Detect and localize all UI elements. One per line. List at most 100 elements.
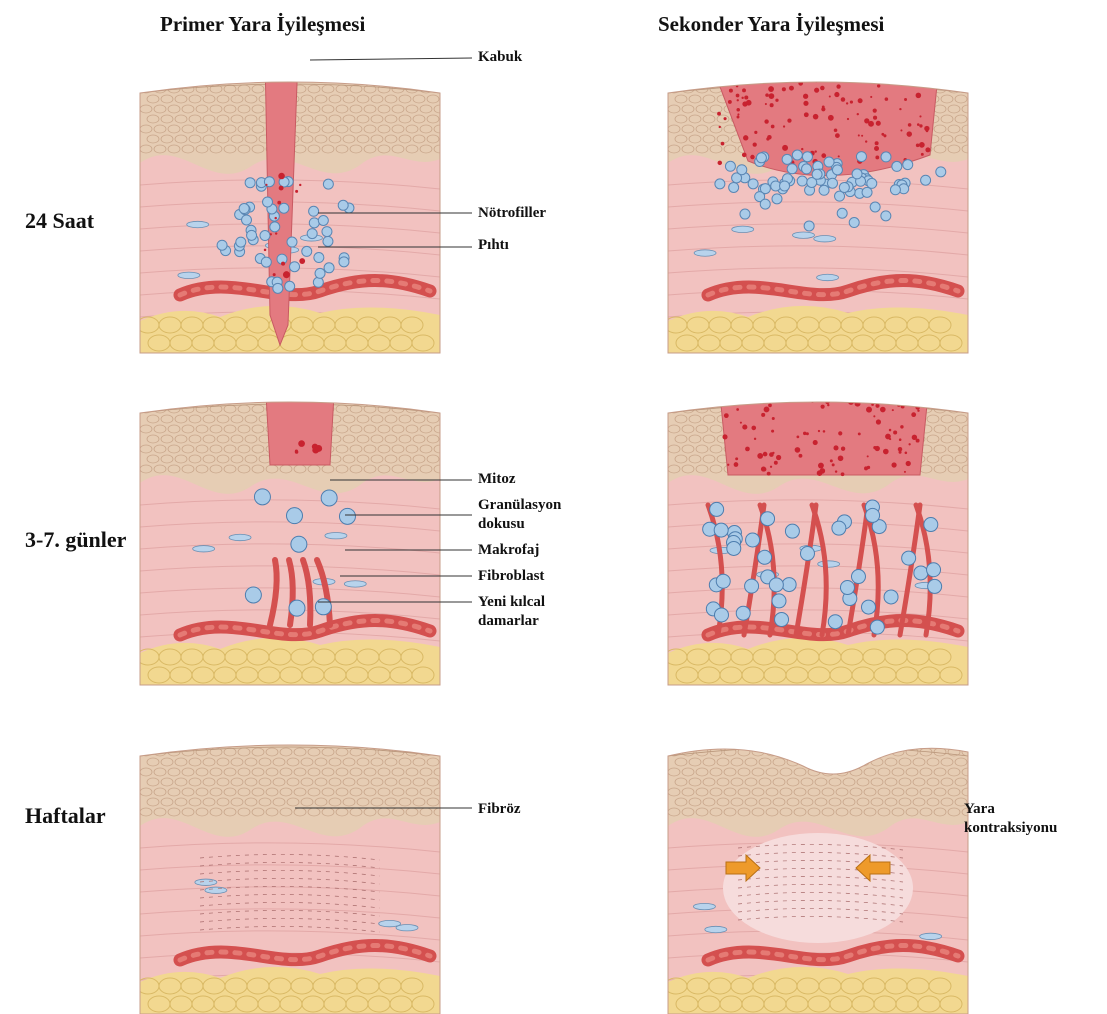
macrophage [710,502,724,516]
neutrophil [804,221,814,231]
neutrophil [239,204,249,214]
neutrophil [270,222,280,232]
skin-panel-p3 [137,728,453,1014]
title-secondary: Sekonder Yara İyileşmesi [658,12,884,37]
row-label-24-saat: 24 Saat [25,208,94,234]
macrophage [769,578,783,592]
macrophage [339,508,355,524]
macrophage [291,536,307,552]
macrophage [746,533,760,547]
macrophage [714,523,728,537]
neutrophil [260,231,270,241]
fibroblast-cell [694,250,716,256]
fat-layer [140,967,440,1014]
neutrophil [862,187,872,197]
row-label-haftalar: Haftalar [25,803,106,829]
neutrophil [802,152,812,162]
neutrophil [279,203,289,213]
neutrophil [236,237,246,247]
label-notrofiller: Nötrofiller [478,204,546,223]
neutrophil [338,200,348,210]
neutrophil [756,153,766,163]
label-makrofaj: Makrofaj [478,541,539,560]
neutrophil [217,240,227,250]
macrophage [775,612,789,626]
neutrophil [892,161,902,171]
neutrophil [313,277,323,287]
macrophage [884,590,898,604]
neutrophil [797,176,807,186]
label-mitoz: Mitoz [478,470,515,489]
skin-panel-s1 [665,55,981,363]
macrophage [727,541,741,555]
skin-panel-p1 [137,57,453,363]
neutrophil [881,211,891,221]
neutrophil [247,230,257,240]
fibroblast-cell [187,221,209,227]
neutrophil [819,185,829,195]
neutrophil [309,218,319,228]
skin-panel-p2 [137,377,453,695]
neutrophil [261,257,271,267]
neutrophil [812,169,822,179]
macrophage [924,518,938,532]
neutrophil [824,157,834,167]
fibroblast-cell [178,272,200,278]
label-damarlar: damarlar [478,612,539,631]
macrophage [928,579,942,593]
fibroblast-cell [705,926,727,932]
neutrophil [737,165,747,175]
skin-panel-s3 [665,728,981,1014]
skin-panel-s2 [665,375,981,695]
macrophage [862,600,876,614]
neutrophil [290,262,300,272]
neutrophil [921,175,931,185]
neutrophil [725,161,735,171]
title-primary: Primer Yara İyileşmesi [160,12,365,37]
fibroblast-cell [229,534,251,540]
neutrophil [245,178,255,188]
neutrophil [302,246,312,256]
scab-granulating [718,375,930,475]
fibroblast-cell [193,546,215,552]
neutrophil [903,160,913,170]
neutrophil [936,167,946,177]
neutrophil [856,152,866,162]
neutrophil [787,164,797,174]
macrophage [321,490,337,506]
neutrophil [772,194,782,204]
neutrophil [760,199,770,209]
macrophage [902,551,916,565]
neutrophil [273,283,283,293]
neutrophil [324,263,334,273]
fat-layer [668,638,968,695]
neutrophil [832,165,842,175]
macrophage [866,508,880,522]
fat-layer [668,967,968,1014]
label-granulasyon-1: Granülasyon [478,496,561,515]
neutrophil [715,179,725,189]
neutrophil [780,181,790,191]
macrophage [745,579,759,593]
fibroblast-cell [325,532,347,538]
neutrophil [242,215,252,225]
neutrophil [849,218,859,228]
neutrophil [285,281,295,291]
neutrophil [309,206,319,216]
macrophage [840,581,854,595]
fibroblast-cell [205,887,227,893]
macrophage [782,578,796,592]
neutrophil [852,169,862,179]
label-kabuk: Kabuk [478,48,522,67]
macrophage [927,563,941,577]
neutrophil [318,215,328,225]
neutrophil [740,209,750,219]
neutrophil [760,184,770,194]
neutrophil [837,208,847,218]
neutrophil [322,227,332,237]
neutrophil [287,237,297,247]
neutrophil [802,164,812,174]
fibroblast-cell [732,226,754,232]
macrophage [772,594,786,608]
